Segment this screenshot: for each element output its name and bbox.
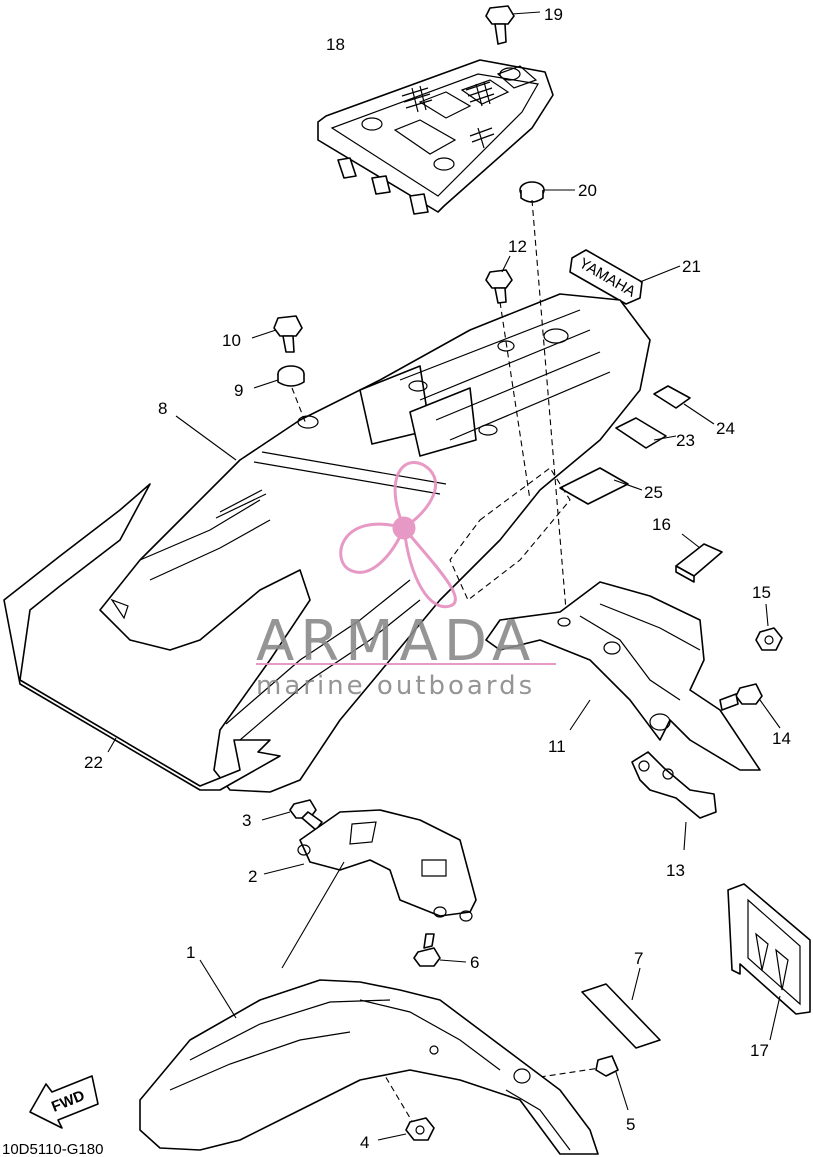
- part-8-tail-cowl: [99, 293, 651, 793]
- part-7-decal: [581, 967, 661, 1049]
- callout-7: 7: [634, 949, 643, 968]
- propeller-logo-icon: [339, 460, 457, 609]
- part-17-mud-flap: [727, 883, 811, 1041]
- part-9-grommet: [253, 365, 305, 389]
- callout-9: 9: [234, 381, 243, 400]
- callout-3: 3: [242, 811, 251, 830]
- callout-13: 13: [666, 861, 685, 880]
- callout-21: 21: [682, 257, 701, 276]
- part-6-bolt: [413, 933, 467, 967]
- part-25-decal: [559, 467, 643, 505]
- callout-20: 20: [578, 181, 597, 200]
- callout-5: 5: [626, 1115, 635, 1134]
- part-22-side-cover: [3, 483, 281, 791]
- part-15-nut: [755, 603, 783, 651]
- under-seat-outline: [449, 467, 571, 601]
- callout-11: 11: [548, 737, 566, 756]
- callout-24: 24: [716, 419, 735, 438]
- assembly-line-1-2: [281, 861, 345, 969]
- part-11-rear-fender: [485, 581, 761, 771]
- diagram-code: 10D5110-G180: [2, 1141, 103, 1157]
- mounting-line-9: [291, 387, 307, 425]
- part-10-bolt: [251, 315, 303, 353]
- part-20-grommet: [519, 181, 575, 203]
- callout-14: 14: [772, 729, 791, 748]
- callout-4: 4: [360, 1133, 369, 1152]
- part-14-bolt: [719, 683, 781, 729]
- part-12-bolt: [485, 255, 513, 304]
- part-3-bolt: [261, 799, 323, 831]
- callout-23: 23: [676, 431, 695, 450]
- callout-6: 6: [470, 953, 479, 972]
- callout-2: 2: [248, 867, 257, 886]
- part-1-front-fender: [139, 959, 599, 1155]
- part-2-bracket: [263, 809, 477, 922]
- callout-15: 15: [752, 583, 771, 602]
- part-18-rear-carrier: [317, 59, 554, 215]
- part-4-nut: [377, 1117, 435, 1141]
- callout-19: 19: [544, 5, 563, 24]
- callout-10: 10: [222, 331, 241, 350]
- fwd-direction-arrow: FWD: [29, 1075, 99, 1129]
- part-16-block: [675, 533, 723, 583]
- callout-labels: 1 2 3 4 5 6 7 8 9 10 11 12 13 14 15 16 1…: [84, 5, 791, 1152]
- callout-25: 25: [644, 483, 663, 502]
- callout-16: 16: [652, 515, 671, 534]
- mounting-line-12: [499, 301, 531, 501]
- part-23-decal: [615, 417, 677, 449]
- part-13-bracket: [631, 751, 717, 851]
- armada-watermark: ARMADA marine outboards: [256, 460, 556, 701]
- part-19-bolt: [485, 5, 541, 45]
- callout-12: 12: [508, 237, 527, 256]
- mounting-line-20: [531, 199, 567, 611]
- callout-18: 18: [326, 35, 345, 54]
- callout-8: 8: [158, 399, 167, 418]
- callout-1: 1: [186, 943, 195, 962]
- part-5-cap: [595, 1055, 629, 1111]
- watermark-tagline: marine outboards: [256, 671, 535, 701]
- part-24-decal: [653, 385, 715, 425]
- callout-17: 17: [750, 1041, 769, 1060]
- callout-22: 22: [84, 753, 103, 772]
